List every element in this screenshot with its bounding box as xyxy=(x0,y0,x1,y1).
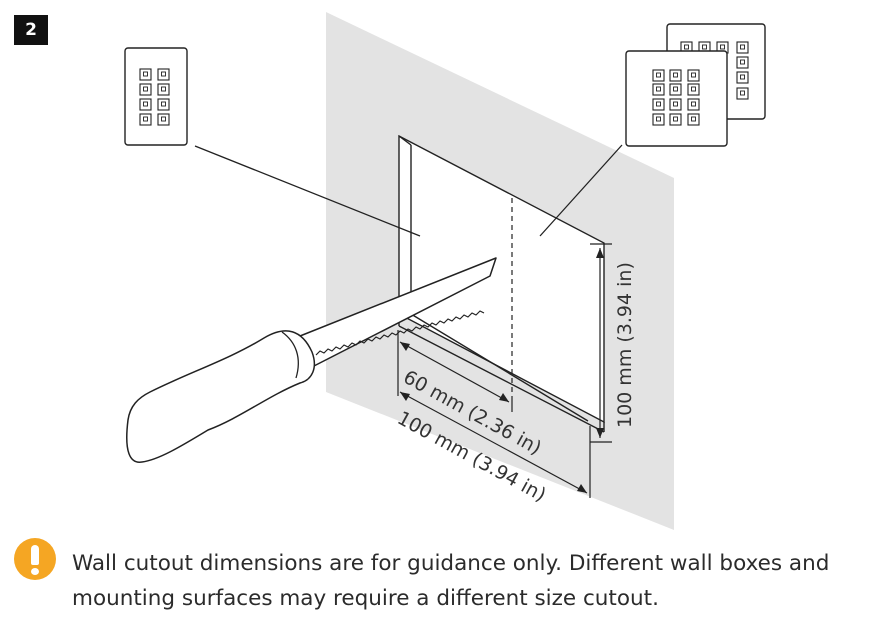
leader-line-double-panel xyxy=(539,144,623,237)
dim-label-100mm-vertical: 100 mm (3.94 in) xyxy=(614,262,636,428)
step-number-badge: 2 xyxy=(14,15,48,45)
leader-line-single-panel xyxy=(194,145,421,237)
dimension-lines xyxy=(397,243,612,498)
dimension-arrowheads xyxy=(400,248,604,493)
guidance-notice: Wall cutout dimensions are for guidance … xyxy=(14,534,864,624)
dim-60mm-line xyxy=(399,341,510,403)
guidance-notice-text: Wall cutout dimensions are for guidance … xyxy=(72,551,830,611)
saw-teeth xyxy=(315,310,485,356)
saw-handle-bolster xyxy=(281,331,299,379)
wall-cutout-diagram: 60 mm (2.36 in) 100 mm (3.94 in) 100 mm … xyxy=(124,12,766,530)
drywall-saw-icon xyxy=(126,257,497,463)
double-keypad-panel-icon xyxy=(625,23,766,147)
warning-icon xyxy=(14,538,56,580)
saw-handle xyxy=(126,330,316,463)
dim-100mm-horizontal-line xyxy=(399,391,588,494)
single-keypad-panel-icon xyxy=(124,47,188,146)
